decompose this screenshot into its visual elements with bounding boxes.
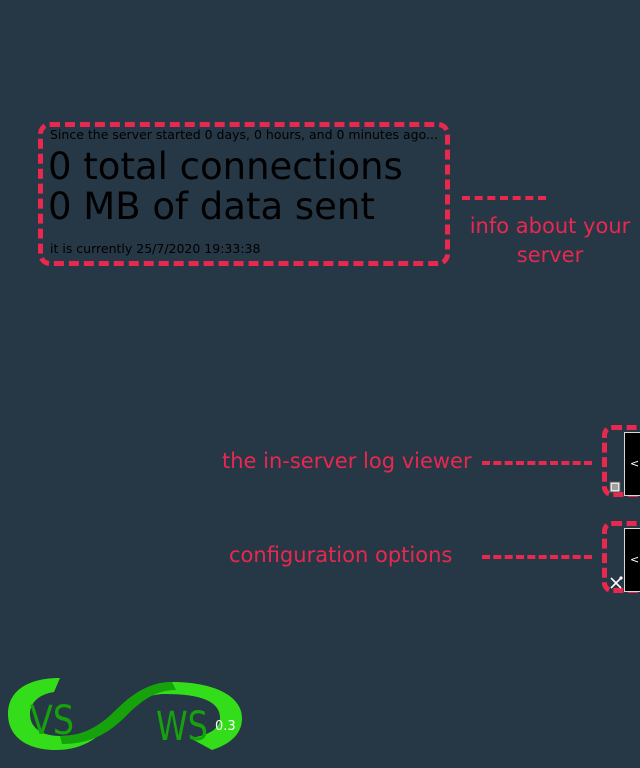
logo-left-text: VS <box>30 698 74 744</box>
log-pointer-line <box>482 461 592 465</box>
config-annotation: configuration options <box>229 543 453 567</box>
config-pointer-line <box>482 555 592 559</box>
config-highlight-frame <box>602 521 640 593</box>
chevron-left-icon: < <box>630 553 640 566</box>
current-time: it is currently 25/7/2020 19:33:38 <box>50 241 261 256</box>
total-connections: 0 total connections <box>48 145 403 188</box>
tools-icon[interactable] <box>609 576 623 589</box>
document-icon[interactable] <box>609 481 621 493</box>
chevron-left-icon: < <box>630 457 640 470</box>
uptime-text: Since the server started 0 days, 0 hours… <box>50 127 438 142</box>
info-pointer-line <box>462 196 546 200</box>
data-sent: 0 MB of data sent <box>48 185 375 228</box>
log-highlight-frame <box>602 425 640 497</box>
log-viewer-toggle[interactable]: < <box>624 432 640 496</box>
configuration-toggle[interactable]: < <box>624 528 640 592</box>
logo-right-text: WS <box>156 704 208 750</box>
version-label: 0.3 <box>215 719 236 734</box>
log-annotation: the in-server log viewer <box>222 449 472 473</box>
info-annotation: info about your server <box>469 214 631 267</box>
info-highlight-frame <box>38 122 450 266</box>
vsws-logo: VS WS <box>8 678 242 750</box>
